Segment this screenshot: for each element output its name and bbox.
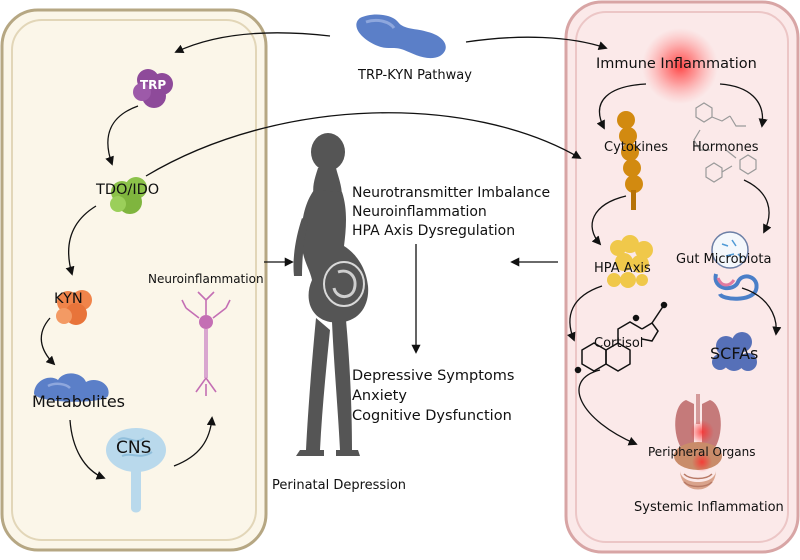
gut-microbiota-label: Gut Microbiota (676, 252, 772, 267)
cns-brain-icon (106, 428, 166, 513)
pathway-enzyme-icon (356, 14, 446, 59)
scfas-molecule-icon (712, 332, 757, 371)
hpa-axis-gland-icon (607, 235, 653, 288)
figure-label: Perinatal Depression (272, 478, 407, 493)
symptoms-list: Depressive Symptoms Anxiety Cognitive Dy… (352, 366, 514, 426)
kyn-molecule-icon (56, 290, 92, 325)
cortisol-label: Cortisol (594, 336, 644, 351)
metabolites-icon (34, 373, 109, 402)
effect-hpa-dysregulation: HPA Axis Dysregulation (352, 223, 516, 239)
metabolites-label: Metabolites (32, 392, 126, 411)
hormones-label: Hormones (692, 140, 759, 155)
left-flow-arrows (40, 32, 331, 480)
immune-inflammation-label: Immune Inflammation (596, 56, 757, 72)
cytokines-label: Cytokines (604, 140, 668, 155)
right-flow-arrows (145, 36, 782, 446)
peripheral-organs-label: Peripheral Organs (648, 445, 756, 459)
peripheral-organs-icon (674, 394, 722, 490)
gut-microbiota-icon (711, 231, 759, 301)
tdo-ido-label: TDO/IDO (96, 182, 160, 198)
pregnant-woman-silhouette (293, 133, 369, 456)
hormones-molecule-icon (693, 102, 757, 183)
trp-label: TRP (140, 78, 167, 92)
cytokines-chain-icon (617, 111, 643, 210)
inflammation-glow-icon (642, 28, 718, 104)
trp-molecule-icon (133, 69, 173, 108)
effects-list: Neurotransmitter Imbalance Neuroinflamma… (352, 184, 550, 241)
left-panel (0, 8, 268, 552)
effect-neuroinflammation: Neuroinflammation (352, 204, 487, 220)
pathway-label: TRP-KYN Pathway (358, 68, 472, 83)
tdo-ido-enzyme-icon (110, 177, 147, 214)
symptom-anxiety: Anxiety (352, 388, 407, 404)
fetus-icon (323, 261, 365, 307)
neuroinflammation-label: Neuroinflammation (148, 272, 264, 286)
neuron-icon (181, 291, 231, 396)
systemic-inflammation-label: Systemic Inflammation (634, 500, 784, 515)
scfas-label: SCFAs (710, 344, 759, 363)
effect-neurotransmitter: Neurotransmitter Imbalance (352, 185, 551, 201)
cns-label: CNS (116, 438, 152, 458)
symptom-cognitive: Cognitive Dysfunction (352, 408, 512, 424)
symptom-depressive: Depressive Symptoms (352, 368, 515, 384)
hpa-axis-label: HPA Axis (594, 261, 651, 276)
kyn-label: KYN (54, 291, 83, 307)
cortisol-structure-icon (574, 301, 668, 374)
